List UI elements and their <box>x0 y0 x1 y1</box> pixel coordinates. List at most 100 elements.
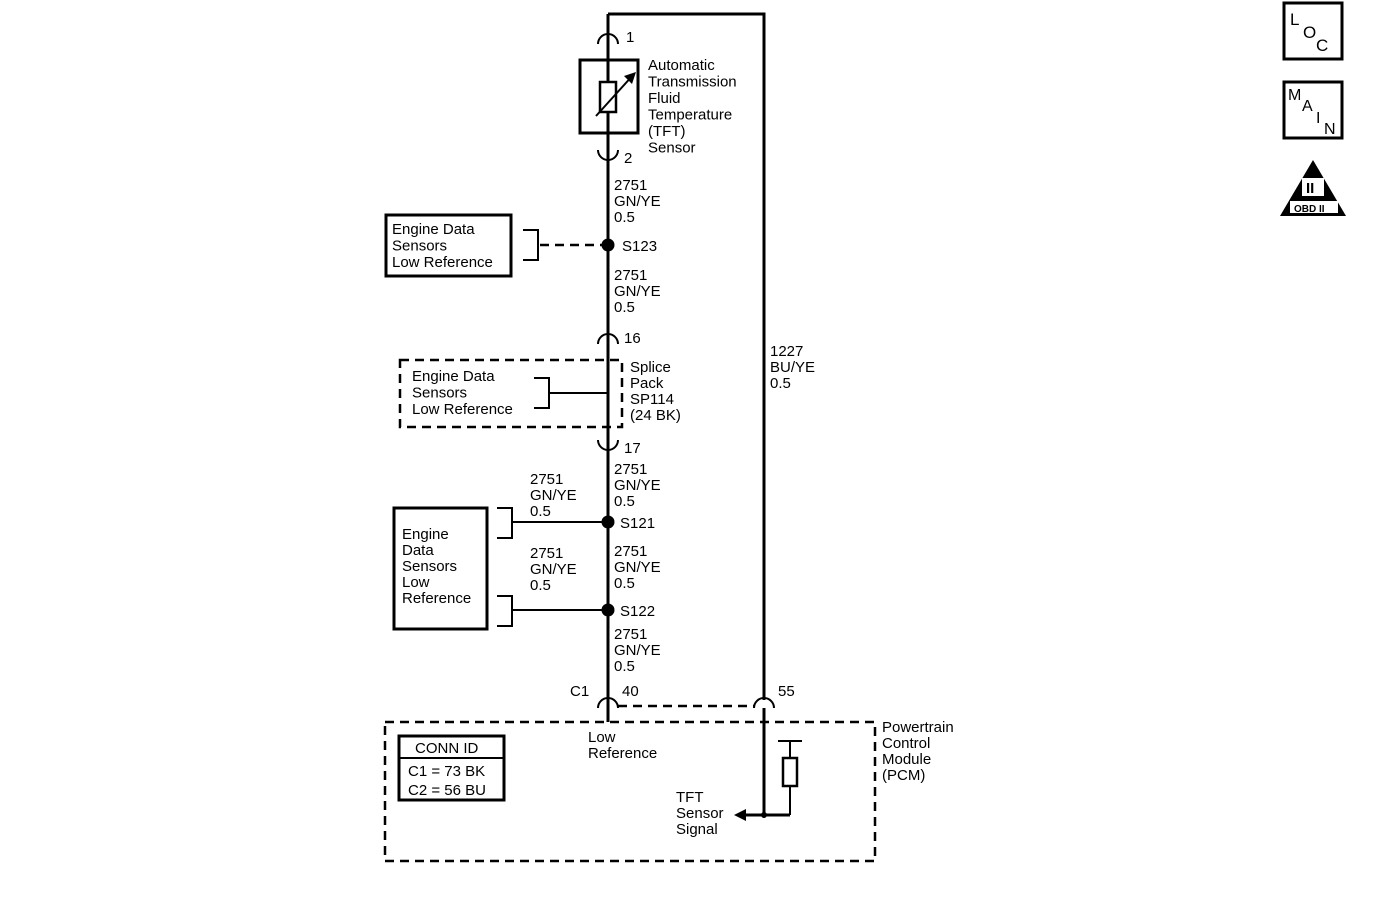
tft-sensor: 1 2 Automatic Transmission Fluid Tempera… <box>578 29 741 167</box>
splice-pack-pin-bottom: 17 <box>624 440 641 457</box>
conn-id-row: C2 = 56 BU <box>408 782 486 799</box>
conn-id-table: CONN ID C1 = 73 BK C2 = 56 BU <box>397 734 506 802</box>
splice-dot <box>601 603 615 617</box>
wire-color: GN/YE <box>614 559 661 576</box>
splice-pack-sp114: 16 Engine Data Sensors Low Reference Spl… <box>398 330 681 457</box>
low-ref-line: Low <box>588 729 616 746</box>
sensor-label-line: Automatic <box>648 57 715 74</box>
sensor-label-line: Temperature <box>648 107 732 124</box>
engine-box-label: Engine Data Sensors Low Reference <box>402 526 471 607</box>
pcm-pin-low-ref: 40 <box>622 683 639 700</box>
splice-label: S122 <box>620 603 655 620</box>
wire-gauge: 0.5 <box>530 577 551 594</box>
sensor-label: Automatic Transmission Fluid Temperature… <box>648 57 741 157</box>
main-letter: A <box>1302 98 1313 115</box>
bracket <box>534 377 550 409</box>
splice-pack-label: Splice Pack SP114 (24 BK) <box>630 359 681 424</box>
wire-gauge: 0.5 <box>530 503 551 520</box>
sensor-label-line: Sensor <box>648 140 696 157</box>
wire-label: 2751 GN/YE 0.5 <box>530 545 581 594</box>
low-ref-line: Reference <box>588 745 657 762</box>
engine-box-line: Low Reference <box>412 401 513 418</box>
signal-line: Signal <box>676 821 718 838</box>
conn-id-outline <box>397 734 506 802</box>
pull-up-resistor <box>781 756 799 788</box>
signal-label: TFT Sensor Signal <box>676 789 728 838</box>
engine-box-line: Reference <box>402 590 471 607</box>
engine-box-line: Low Reference <box>392 254 493 271</box>
wire-label: 2751 GN/YE 0.5 <box>614 461 665 510</box>
engine-box-label: Engine Data Sensors Low Reference <box>392 221 493 271</box>
engine-box-label: Engine Data Sensors Low Reference <box>412 368 513 418</box>
location-icon[interactable] <box>1282 1 1344 61</box>
wire-gauge: 0.5 <box>614 658 635 675</box>
wire-gauge: 0.5 <box>614 209 635 226</box>
sensor-label-line: (TFT) <box>648 123 685 140</box>
connector-pin-16 <box>597 333 619 345</box>
wire-gauge: 0.5 <box>614 575 635 592</box>
wire-color: GN/YE <box>614 193 661 210</box>
connector-pin-40 <box>597 697 619 709</box>
obd-icon-group[interactable]: II OBD II <box>1280 160 1346 216</box>
wire-color: GN/YE <box>530 487 577 504</box>
wire-circuit: 2751 <box>614 543 647 560</box>
splice-label: S123 <box>622 238 657 255</box>
sensor-resistor <box>598 80 618 114</box>
sensor-arrow-head <box>624 72 636 84</box>
splice-pack-pin-top: 16 <box>624 330 641 347</box>
wire-label: 2751 GN/YE 0.5 <box>614 177 665 226</box>
wire-gauge: 0.5 <box>614 493 635 510</box>
connector-pin-1 <box>597 33 619 45</box>
loc-letter: L <box>1290 10 1299 29</box>
sensor-label-line: Transmission <box>648 74 737 91</box>
pcm-line: Module <box>882 751 931 768</box>
engine-box-line: Engine Data <box>412 368 495 385</box>
engine-box-line: Sensors <box>392 238 447 255</box>
connector-id-label: C1 <box>570 683 589 700</box>
pcm-line: (PCM) <box>882 767 925 784</box>
junction-dot <box>761 812 767 818</box>
signal-line: Sensor <box>676 805 724 822</box>
signal-arrow-icon <box>734 809 746 821</box>
splice-pack-line: (24 BK) <box>630 407 681 424</box>
wire-circuit: 2751 <box>614 461 647 478</box>
wire-circuit: 2751 <box>614 626 647 643</box>
splices-s121-s122: Engine Data Sensors Low Reference S121 S… <box>392 506 655 631</box>
wire-gauge: 0.5 <box>614 299 635 316</box>
bracket <box>497 507 513 539</box>
wire-label: 2751 GN/YE 0.5 <box>614 267 665 316</box>
splice-pack-outline <box>398 358 624 429</box>
wire-circuit: 2751 <box>530 471 563 488</box>
loc-icon[interactable]: L O C <box>1282 1 1344 61</box>
sensor-label-line: Fluid <box>648 90 681 107</box>
wire-loop-top <box>608 12 766 700</box>
engine-box-line: Engine <box>402 526 449 543</box>
loc-letter: O <box>1303 23 1316 42</box>
obd-label-bg <box>1290 201 1338 213</box>
splice-dot <box>601 238 615 252</box>
pcm: C1 40 55 Low Reference TFT Sensor Signal… <box>383 683 958 863</box>
engine-box-line: Data <box>402 542 434 559</box>
wire-label: 2751 GN/YE 0.5 <box>614 626 665 675</box>
splice-s123: S123 Engine Data Sensors Low Reference <box>384 213 657 278</box>
wire-label: 2751 GN/YE 0.5 <box>530 471 581 520</box>
loc-letter: C <box>1316 36 1328 55</box>
conn-id-row: C1 = 73 BK <box>408 763 485 780</box>
splice-pack-line: Splice <box>630 359 671 376</box>
splice-label: S121 <box>620 515 655 532</box>
engine-box-line: Sensors <box>412 385 467 402</box>
main-icon-group[interactable]: M A I N <box>1282 80 1344 140</box>
signal-wire-label: 1227 BU/YE 0.5 <box>770 343 819 392</box>
engine-box-line: Sensors <box>402 558 457 575</box>
pcm-outline <box>383 720 877 863</box>
pcm-line: Control <box>882 735 930 752</box>
wire-circuit: 1227 <box>770 343 803 360</box>
pcm-label: Powertrain Control Module (PCM) <box>882 719 958 784</box>
sensor-pin-top: 1 <box>626 29 634 46</box>
main-icon[interactable] <box>1282 80 1344 140</box>
bracket <box>523 229 539 261</box>
splice-pack-line: SP114 <box>630 391 674 408</box>
pcm-line: Powertrain <box>882 719 954 736</box>
wire-circuit: 2751 <box>530 545 563 562</box>
